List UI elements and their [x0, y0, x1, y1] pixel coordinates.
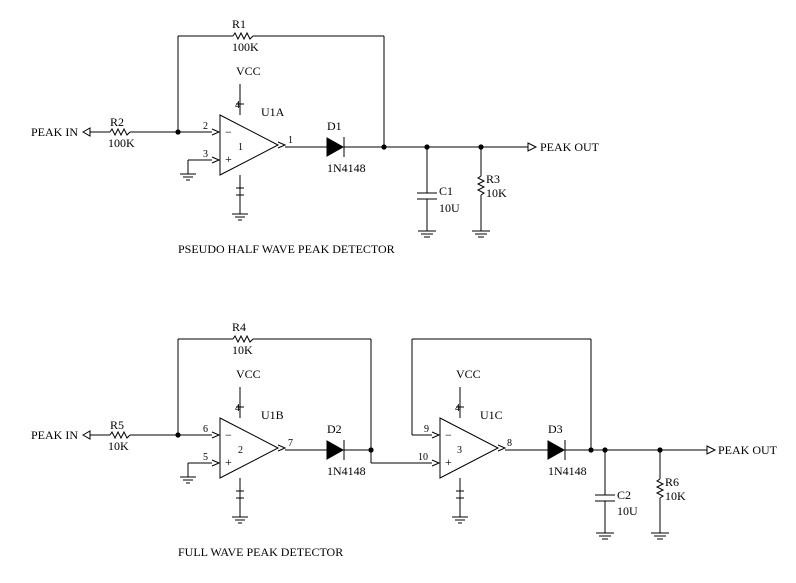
peak-out-label-top: PEAK OUT: [540, 140, 600, 154]
r1-ref: R1: [232, 17, 246, 31]
u1a-pin-out: 1: [288, 135, 293, 146]
r3-value: 10K: [486, 186, 507, 200]
opamp-u1c: [439, 387, 500, 524]
c2-ref: C2: [617, 488, 631, 502]
u1c-pin-inv: 9: [424, 424, 429, 435]
resistor-r6: [651, 450, 669, 540]
peak-in-terminal-top: [81, 127, 110, 137]
u1b-pin-noninv: 5: [203, 452, 208, 463]
r4-value: 10K: [232, 343, 253, 357]
u1c-ref: U1C: [480, 408, 503, 422]
r5-ref: R5: [110, 418, 124, 432]
r2-ref: R2: [110, 115, 124, 129]
diode-d2: [326, 440, 371, 460]
u1b-ref: U1B: [261, 408, 284, 422]
u1b-noninv-ground: [180, 459, 221, 484]
peak-out-label-bottom: PEAK OUT: [718, 443, 778, 457]
resistor-r4: [177, 334, 372, 450]
r2-value: 100K: [108, 136, 135, 150]
u1a-ref: U1A: [261, 105, 285, 119]
capacitor-c2: [595, 450, 615, 540]
u1c-unit: 3: [457, 445, 462, 456]
u1b-pin-out: 7: [288, 438, 293, 449]
title-half-wave: PSEUDO HALF WAVE PEAK DETECTOR: [178, 242, 395, 256]
resistor-r1: [177, 31, 385, 147]
u1a-plus: +: [225, 152, 232, 166]
c1-ref: C1: [439, 184, 453, 198]
r5-value: 10K: [108, 439, 129, 453]
u1b-pin-vcc: 4: [235, 403, 240, 414]
u1c-plus: +: [445, 455, 452, 469]
d2-value: 1N4148: [327, 464, 366, 478]
u1a-unit: 1: [238, 142, 243, 153]
u1b-vcc-label: VCC: [236, 367, 261, 381]
u1a-pin-noninv: 3: [203, 149, 208, 160]
opamp-u1a: [219, 84, 280, 221]
title-full-wave: FULL WAVE PEAK DETECTOR: [178, 545, 343, 559]
opamp-u1b: [219, 387, 280, 524]
resistor-r2: [109, 127, 178, 137]
u1c-minus: −: [445, 428, 452, 442]
peak-in-label-top: PEAK IN: [31, 125, 78, 139]
c2-value: 10U: [617, 504, 638, 518]
u1a-vcc-label: VCC: [236, 64, 261, 78]
u1c-pin-vcc: 4: [455, 403, 460, 414]
peak-in-label-bottom: PEAK IN: [31, 428, 78, 442]
u1c-pin-out: 8: [507, 438, 512, 449]
half-wave-circuit: PEAK IN R2 100K R1 100K 2: [31, 17, 600, 256]
u1b-minus: −: [225, 428, 232, 442]
u1a-noninv-ground: [180, 156, 221, 181]
u1c-pin-noninv: 10: [418, 452, 428, 463]
u1a-pin-inv: 2: [203, 121, 208, 132]
u1c-vcc-label: VCC: [456, 367, 481, 381]
resistor-r5: [109, 430, 178, 440]
d1-value: 1N4148: [327, 161, 366, 175]
peak-in-terminal-bottom: [81, 430, 110, 440]
u1b-unit: 2: [238, 445, 243, 456]
r4-ref: R4: [232, 320, 246, 334]
diode-d3: [547, 440, 591, 460]
u1c-feedback: [411, 338, 592, 450]
r6-ref: R6: [665, 475, 679, 489]
d3-ref: D3: [548, 422, 563, 436]
c1-value: 10U: [439, 201, 460, 215]
d3-value: 1N4148: [548, 464, 587, 478]
resistor-r3: [472, 147, 490, 238]
u1b-pin-inv: 6: [203, 424, 208, 435]
d1-ref: D1: [327, 119, 342, 133]
u1b-plus: +: [225, 455, 232, 469]
r3-ref: R3: [486, 172, 500, 186]
diode-d1: [326, 137, 384, 157]
u1a-minus: −: [225, 125, 232, 139]
r6-value: 10K: [665, 489, 686, 503]
r1-value: 100K: [232, 40, 259, 54]
d2-ref: D2: [327, 422, 342, 436]
capacitor-c1: [417, 147, 437, 238]
full-wave-circuit: PEAK IN R5 10K R4 10K 6: [31, 320, 778, 559]
u1a-pin-vcc: 4: [235, 100, 240, 111]
